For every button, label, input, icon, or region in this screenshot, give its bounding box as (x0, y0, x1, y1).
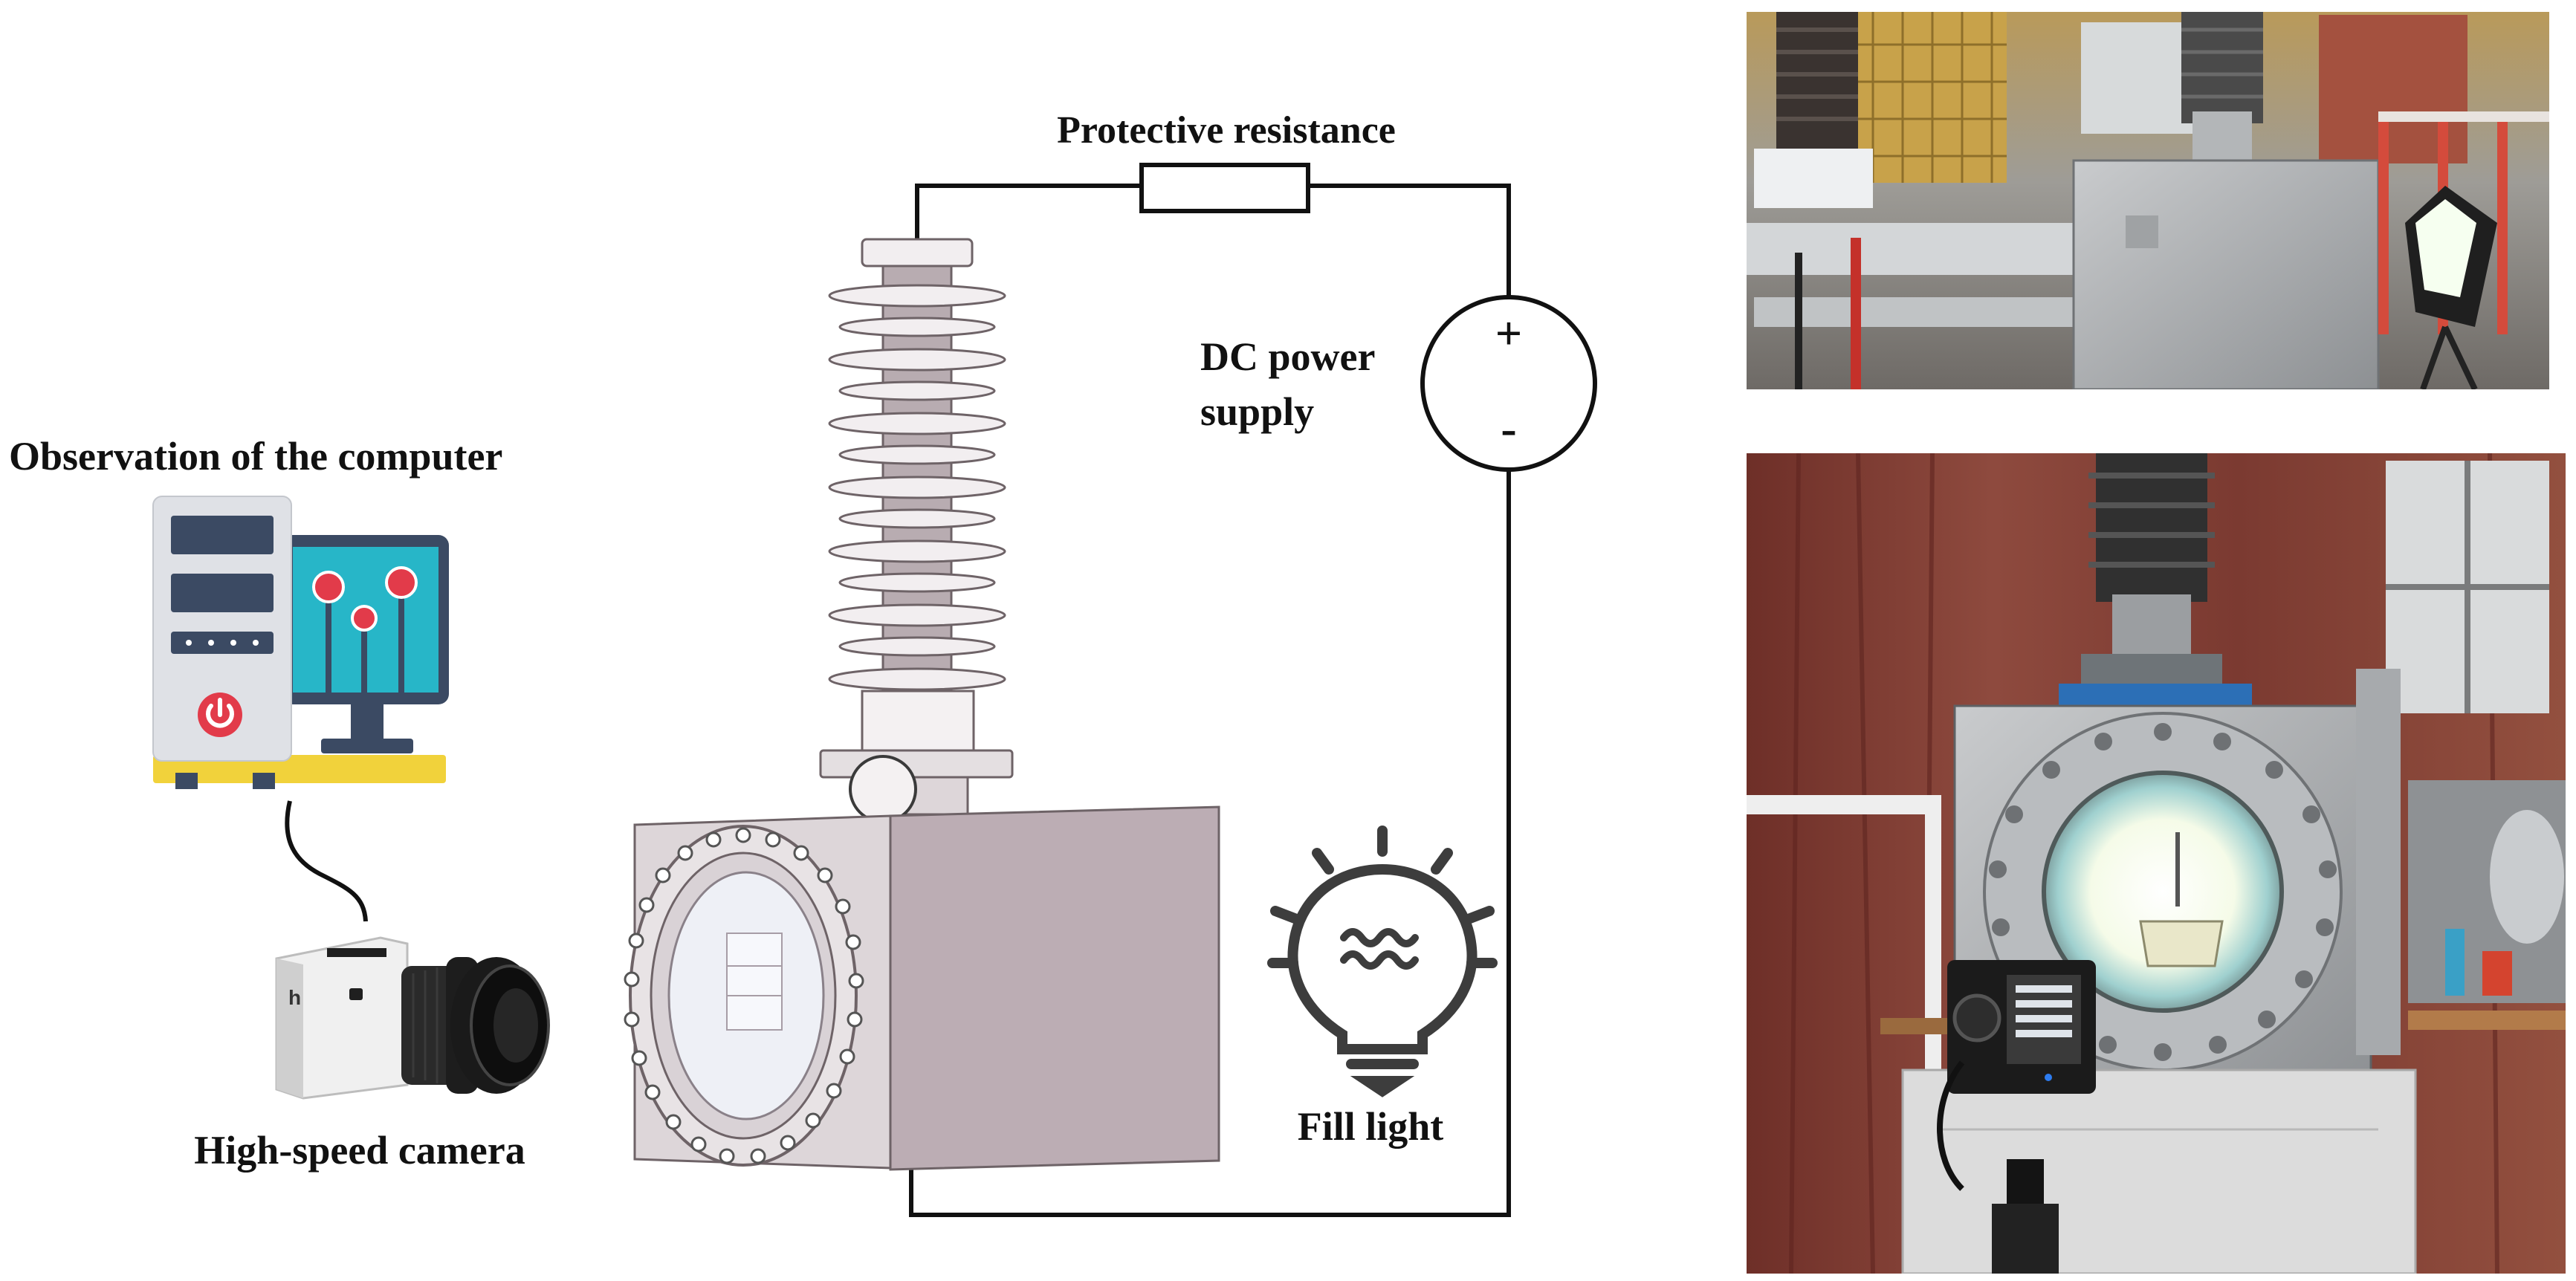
circuit-wires (909, 184, 1511, 1217)
high-speed-camera-icon: h (275, 936, 550, 1100)
plus-terminal: + (1495, 307, 1522, 360)
computer-label: Observation of the computer (9, 434, 502, 479)
resistor-icon (1139, 163, 1310, 213)
power-supply-icon (1420, 295, 1597, 472)
minus-terminal: - (1501, 402, 1516, 455)
camera-label: High-speed camera (194, 1128, 525, 1173)
dc-power-label-line2: supply (1200, 389, 1314, 434)
computer-icon (152, 496, 449, 789)
svg-text:h: h (288, 986, 301, 1009)
camera-cable (285, 800, 368, 922)
test-platform-photo-top (1747, 12, 2549, 389)
test-chamber-photo-bottom (1747, 453, 2566, 1274)
dc-power-label-line1: DC power (1200, 334, 1375, 379)
fill-light-label: Fill light (1298, 1104, 1444, 1149)
test-chamber (624, 805, 1220, 1171)
protective-resistance-label: Protective resistance (1057, 109, 1396, 152)
light-bulb-icon (1267, 826, 1498, 1097)
high-voltage-bushing (819, 238, 1014, 823)
